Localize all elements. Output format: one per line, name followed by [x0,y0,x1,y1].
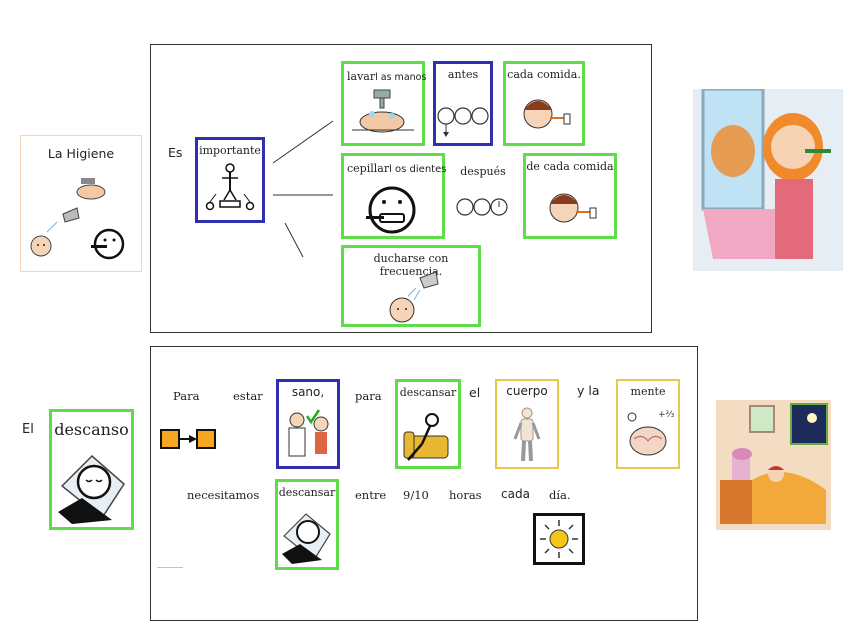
word-para-2: para [355,389,382,403]
sano-card: sano, [276,379,340,469]
descansar-card: descansar [395,379,461,469]
word-necesitamos: necesitamos [187,488,260,502]
clocks-after-icon [456,198,508,216]
eating-boy-icon [523,99,571,129]
word-estar: estar [233,389,263,403]
arrow-squares-icon [160,429,216,449]
higiene-title-card: La Higiene [20,135,142,272]
hygiene-pictogram-icon [30,178,125,260]
higiene-panel: Es importante lavarl as manos [150,44,652,333]
el-label: El [22,422,34,437]
clocks-before-icon [437,107,489,137]
word-entre: entre [355,488,387,502]
hand-washing-icon [352,89,414,133]
word-para: Para [173,389,200,403]
teeth-brushing-icon [366,186,416,234]
descanso-title: descanso [54,420,129,439]
sleeping-person-icon [58,454,125,524]
sun-icon [540,520,578,558]
es-label: Es [168,145,183,160]
doctor-checkup-icon [288,409,329,457]
cada-comida-card-1: cada comida. [503,61,585,146]
body-icon [513,407,541,462]
despues-card: después [451,161,515,231]
higiene-title: La Higiene [47,146,115,161]
cuerpo-card: cuerpo [495,379,559,469]
word-y-la: y la [577,383,600,398]
svg-text:+⅔: +⅔ [658,410,675,420]
antes-card: antes [433,61,493,146]
cepillar-dientes-card: cepillarl os dientes [341,153,446,239]
descanso-title-card: descanso [49,409,134,530]
importante-icon [205,163,255,211]
word-horas: horas [449,488,482,502]
child-sleeping-photo [716,400,831,530]
word-horas-range: 9/10 [403,488,429,502]
girl-brushing-teeth-photo [693,89,843,271]
descanso-panel: Para estar sano, para descansar el cuerp… [150,346,698,621]
word-dia: día. [549,488,571,502]
descansar-card-2: descansar [275,479,339,570]
sleeping-person-icon [282,513,331,564]
importante-card: importante [195,137,265,223]
word-el: el [469,385,481,400]
brain-icon: +⅔ [627,410,675,456]
sun-card [533,513,585,565]
lavar-manos-card: lavarl as manos [341,61,426,146]
word-cada: cada [501,487,530,501]
mente-card: mente +⅔ [616,379,680,469]
eating-boy-icon [549,193,597,223]
ducharse-card: ducharse con frecuencia. [341,245,481,327]
armchair-rest-icon [403,413,449,461]
yellow-underline [157,567,183,568]
shower-icon [389,271,439,323]
cada-comida-card-2: de cada comida [523,153,617,239]
